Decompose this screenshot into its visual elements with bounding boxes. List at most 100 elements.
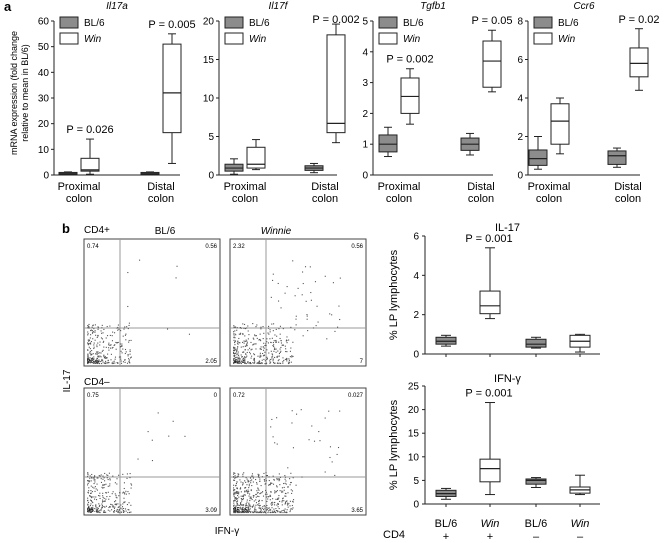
dot	[236, 481, 238, 483]
dot	[282, 511, 284, 514]
dot	[92, 359, 94, 361]
dot	[269, 494, 271, 496]
dot	[265, 345, 267, 347]
y-tick-label: 5	[362, 17, 368, 28]
y-tick-label: 10	[408, 452, 420, 463]
dot	[106, 325, 108, 328]
dot	[242, 346, 244, 348]
dot	[90, 511, 93, 513]
dot	[271, 358, 273, 360]
dot	[172, 420, 174, 422]
dot	[285, 501, 287, 503]
dot	[94, 475, 96, 477]
dot	[256, 483, 258, 485]
quadrant-ul: 2.32	[233, 244, 245, 250]
dot	[278, 495, 280, 497]
dot	[96, 344, 98, 346]
dot	[251, 479, 253, 481]
dot	[274, 511, 276, 513]
dot	[115, 341, 117, 344]
y-tick-label: 0	[413, 500, 419, 511]
chart-title: IFN-γ	[494, 373, 521, 385]
dot	[255, 496, 257, 498]
dot	[233, 331, 235, 333]
dot	[109, 506, 111, 508]
dot	[107, 509, 109, 511]
dot	[292, 499, 295, 501]
dot	[281, 510, 283, 512]
dot	[91, 350, 93, 352]
dot	[284, 292, 286, 294]
dot	[253, 510, 255, 512]
dot	[254, 343, 256, 345]
dot	[111, 362, 113, 364]
dot	[102, 475, 104, 477]
dot	[90, 507, 92, 509]
dot	[157, 412, 159, 414]
dot	[256, 482, 258, 484]
dot	[233, 489, 235, 491]
dot	[241, 356, 243, 358]
dot	[238, 507, 240, 509]
dot	[279, 511, 282, 513]
dot	[273, 479, 275, 481]
dot	[234, 341, 236, 343]
dot	[259, 354, 261, 356]
dot	[266, 338, 268, 340]
dot	[126, 326, 128, 328]
y-tick-label: 50	[38, 42, 50, 53]
dot	[234, 354, 236, 356]
dot	[90, 496, 92, 498]
dot	[97, 477, 99, 479]
dot	[244, 345, 246, 347]
dot	[282, 328, 284, 330]
dot	[286, 360, 288, 362]
dot	[233, 479, 235, 481]
dot	[241, 500, 243, 502]
x-label-line1: Distal	[311, 181, 339, 193]
dot	[247, 361, 249, 363]
dot	[258, 507, 261, 509]
box-iqr	[607, 150, 627, 165]
dot	[87, 362, 89, 364]
dot	[124, 493, 126, 495]
dot	[237, 510, 239, 512]
dot	[271, 323, 273, 325]
dot	[237, 508, 239, 510]
dot	[275, 348, 277, 350]
dot	[115, 494, 117, 496]
dot	[273, 340, 275, 342]
dot	[290, 326, 292, 328]
dot	[272, 475, 274, 477]
dot	[239, 358, 241, 360]
dot	[310, 299, 312, 301]
dot	[242, 494, 245, 496]
dot	[285, 350, 287, 353]
dot	[89, 475, 91, 477]
dot	[122, 503, 124, 505]
dot	[260, 511, 263, 514]
dot	[234, 493, 236, 495]
quadrant-lr: 3.65	[351, 508, 363, 514]
dot	[233, 352, 235, 355]
dot	[269, 495, 271, 497]
dot	[276, 486, 278, 488]
dot	[269, 499, 271, 501]
dot	[93, 479, 95, 481]
dot	[260, 328, 262, 330]
dot	[278, 328, 280, 330]
dot	[243, 510, 245, 512]
dot	[265, 478, 267, 480]
dot	[249, 361, 251, 364]
dot	[268, 496, 270, 498]
dot	[263, 342, 265, 344]
dot	[256, 337, 258, 339]
dot	[99, 475, 101, 477]
dot	[119, 343, 121, 345]
dot	[122, 510, 124, 512]
dot	[273, 344, 275, 346]
dot	[97, 355, 99, 357]
dot	[242, 510, 244, 512]
dot	[116, 327, 118, 329]
dot	[292, 355, 294, 357]
